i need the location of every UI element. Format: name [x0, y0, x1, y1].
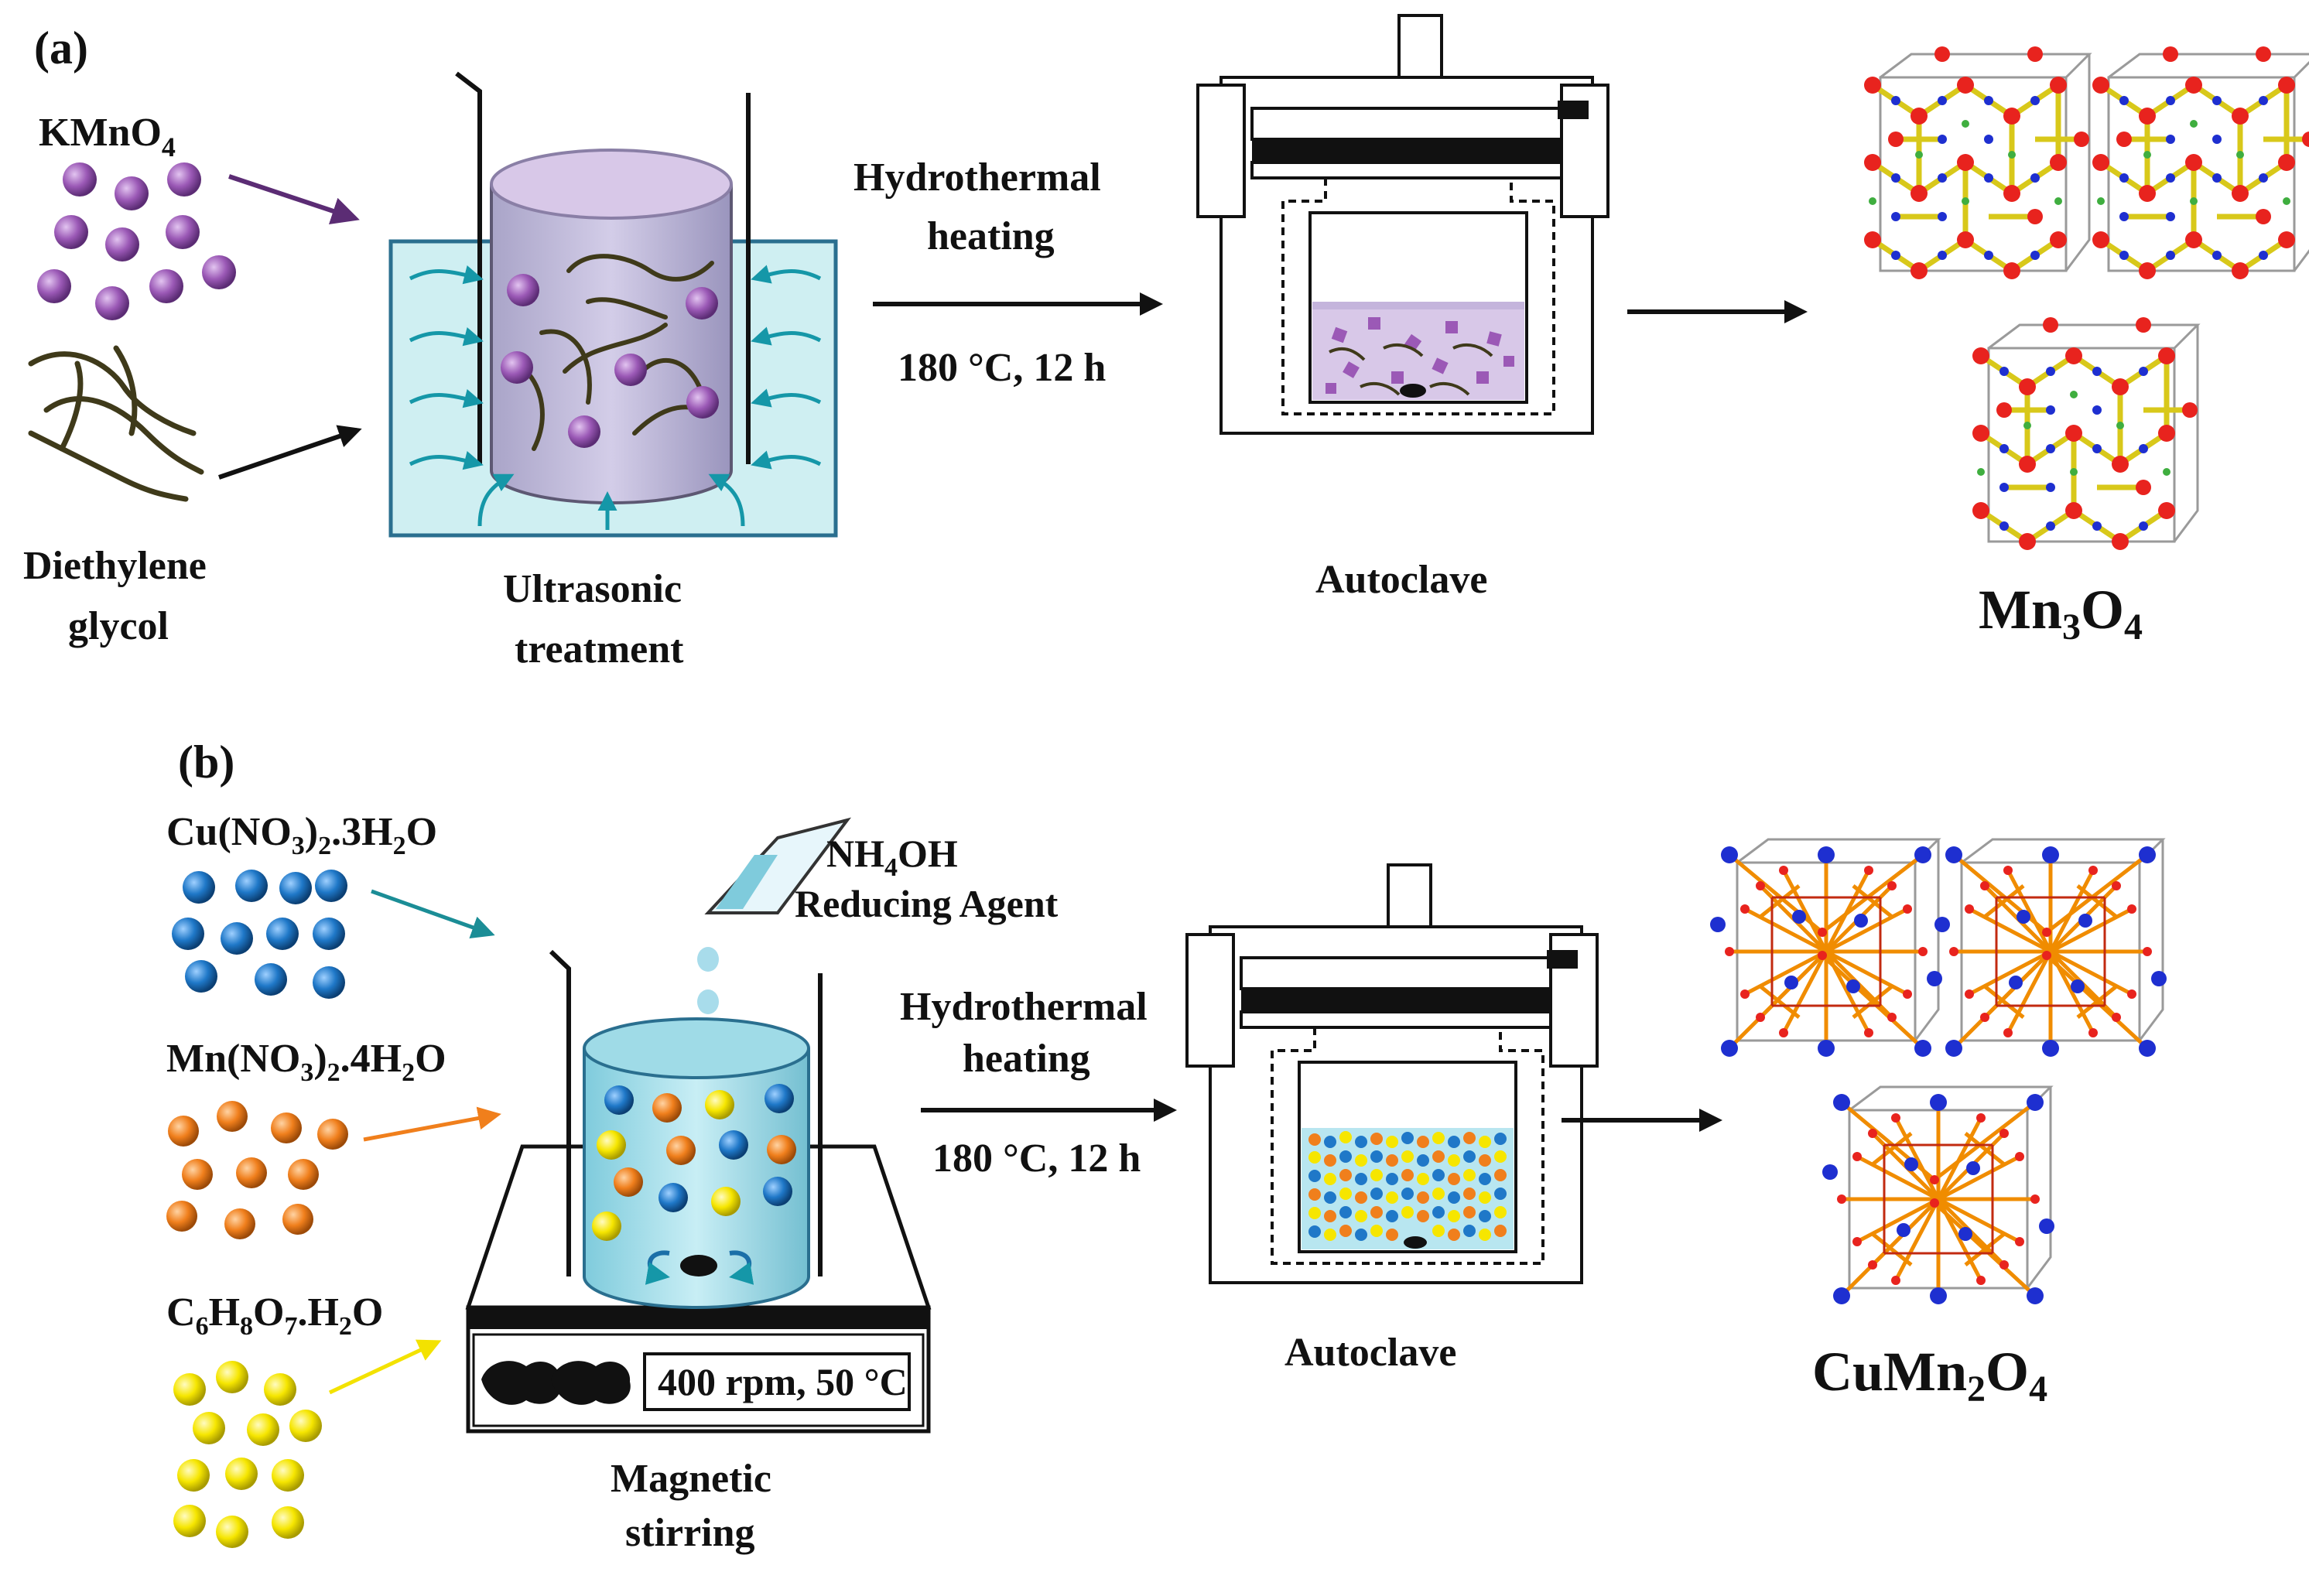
autoclave-a-label: Autoclave — [1315, 558, 1487, 602]
mn3o4-label: Mn3O4 — [1979, 579, 2143, 648]
citric-spheres — [173, 1361, 322, 1548]
citric-arrow — [328, 1339, 442, 1395]
mn-spheres — [166, 1101, 348, 1239]
stirrer-display: 400 rpm, 50 °C — [658, 1360, 908, 1403]
glycol-label-line1: Diethylene — [23, 544, 207, 588]
mn-arrow — [363, 1106, 501, 1142]
kmno4-spheres — [37, 162, 236, 320]
panel-a-label: (a) — [34, 22, 88, 73]
panel-b-label: (b) — [178, 736, 234, 788]
hydrothermal-a-line1: Hydrothermal — [853, 155, 1101, 200]
autoclave-a — [1196, 14, 1609, 435]
panel-b: (b) Cu(NO3)2.3H2O Mn(NO3)2.4H2O — [166, 736, 2167, 1555]
reducing-agent-label: Reducing Agent — [795, 882, 1059, 925]
mn-nitrate-label: Mn(NO3)2.4H2O — [166, 1037, 446, 1087]
stirring-label-line1: Magnetic — [611, 1457, 771, 1501]
cumn2o4-crystals — [1710, 839, 2167, 1304]
kmno4-arrow — [228, 174, 360, 224]
cu-nitrate-label: Cu(NO3)2.3H2O — [166, 810, 437, 860]
mn3o4-crystals — [1864, 46, 2309, 550]
autoclave-b — [1185, 863, 1599, 1284]
panel-a: (a) KMnO4 Diethylene glycol — [23, 14, 2309, 672]
stirring-label-line2: stirring — [625, 1511, 755, 1555]
conditions-a: 180 °C, 12 h — [898, 346, 1106, 390]
ultrasonic-label-line1: Ultrasonic — [503, 567, 682, 611]
ultrasonic-label-line2: treatment — [515, 627, 684, 672]
hydrothermal-b-line2: heating — [963, 1037, 1090, 1081]
glycol-arrow — [218, 425, 362, 480]
glycol-label-line2: glycol — [68, 604, 169, 648]
kmno4-label: KMnO4 — [39, 111, 176, 162]
hydrothermal-b-line1: Hydrothermal — [900, 985, 1148, 1029]
glycol-strands — [28, 345, 204, 502]
beaker-b — [549, 949, 823, 1309]
nh4oh-label: NH4OH — [826, 832, 958, 882]
ultrasonic-bath — [388, 71, 838, 538]
citric-label: C6H8O7.H2O — [166, 1290, 383, 1341]
nh4oh-vial — [697, 817, 852, 1014]
hydrothermal-a-line2: heating — [927, 214, 1055, 258]
autoclave-b-label: Autoclave — [1284, 1331, 1456, 1375]
cumn2o4-label: CuMn2O4 — [1812, 1341, 2047, 1410]
cu-arrow — [371, 889, 495, 939]
cu-spheres — [172, 870, 347, 999]
conditions-b: 180 °C, 12 h — [932, 1136, 1141, 1181]
